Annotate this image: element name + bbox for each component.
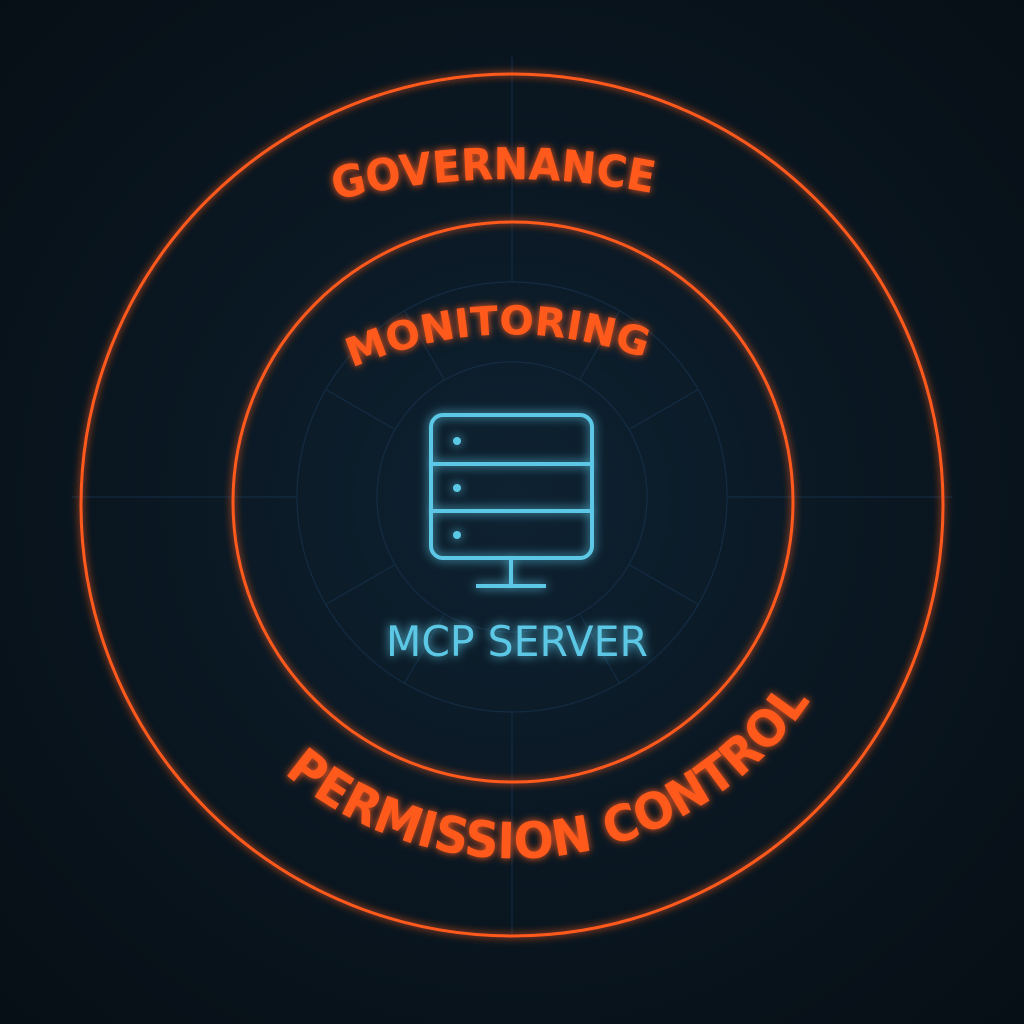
grid-radial-line bbox=[325, 563, 396, 606]
governance-label: GOVERNANCE bbox=[327, 139, 660, 210]
background-grid bbox=[72, 57, 952, 937]
grid-radial-line bbox=[628, 563, 699, 606]
grid-radial-line bbox=[325, 388, 396, 431]
governance-ring bbox=[79, 72, 945, 938]
permission-control-label: PERMISSION CONTROL bbox=[276, 673, 820, 871]
grid-radial-line bbox=[628, 388, 699, 431]
grid-radial-line bbox=[403, 613, 446, 684]
mcp-server-label: MCP SERVER bbox=[386, 617, 648, 666]
grid-radial-line bbox=[578, 613, 621, 684]
grid-circle-inner bbox=[376, 361, 648, 633]
monitoring-ring bbox=[231, 220, 795, 784]
monitoring-label: MONITORING bbox=[339, 298, 655, 377]
server-icon bbox=[429, 413, 594, 588]
grid-radial-line bbox=[578, 310, 621, 381]
grid-radial-line bbox=[403, 310, 446, 381]
